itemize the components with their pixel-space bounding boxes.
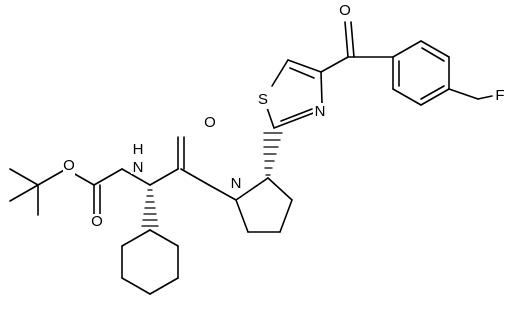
o-boc-ether-label: O <box>63 157 75 174</box>
o-amide-label: O <box>204 114 216 131</box>
atom-label-o-ketone: O <box>338 2 352 20</box>
cyclohexane-ring <box>121 229 179 295</box>
tert-butyl-group <box>9 168 67 216</box>
atom-label-nh: H N <box>131 140 145 176</box>
fluorophenyl-ring <box>392 40 479 106</box>
amide-backbone <box>149 136 210 186</box>
n-pyrrolidine-label: N <box>231 175 242 192</box>
atom-label-o-amide: O <box>203 114 217 132</box>
o-ketone-label: O <box>339 2 351 19</box>
hashed-stereo-bond-thiazole <box>263 132 283 176</box>
fluorine-label: F <box>495 87 504 104</box>
thiazole-ring <box>263 59 323 129</box>
s-thiazole-label: S <box>258 91 268 108</box>
o-boc-carbonyl-label: O <box>91 213 103 230</box>
ketone-linkage <box>320 21 394 73</box>
atom-label-o-boc-ether: O <box>63 157 75 177</box>
h-label: H <box>133 141 144 158</box>
atom-label-n-thiazole: N <box>313 103 327 121</box>
n-thiazole-label: N <box>315 103 326 120</box>
c-f-bond <box>477 95 493 100</box>
nh-label: N <box>133 159 144 176</box>
pyrrolidine-ring <box>208 177 293 233</box>
atom-label-fluorine: F <box>494 87 508 105</box>
hashed-stereo-bond-cyclohexyl <box>141 189 159 227</box>
atom-label-n-pyrrolidine: N <box>229 175 243 194</box>
atom-label-s-thiazole: S <box>256 91 270 109</box>
atom-label-o-boc-carbonyl: O <box>91 213 103 232</box>
